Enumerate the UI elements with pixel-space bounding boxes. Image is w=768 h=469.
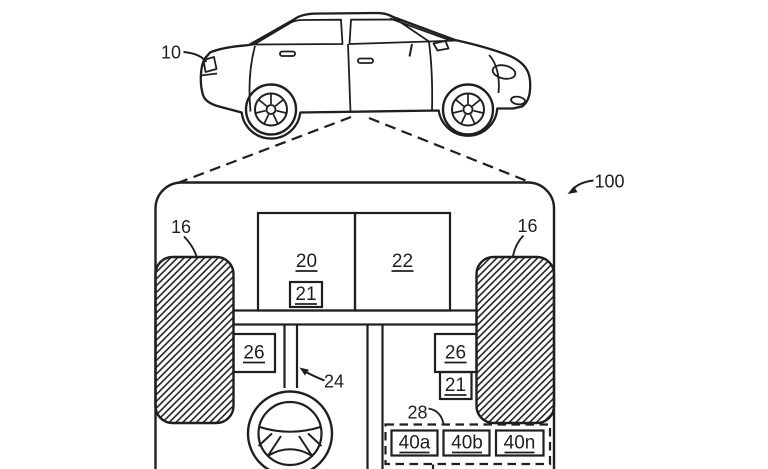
car-antenna <box>408 43 413 57</box>
box-40b <box>442 429 491 457</box>
car-door-handle-rear <box>279 50 296 57</box>
car-front-window <box>348 18 430 45</box>
car-door-handle-front <box>357 57 374 64</box>
car-a-pillar-inner-line <box>389 17 453 42</box>
car-fender-crease <box>488 54 500 94</box>
car-trunk-lip-line <box>200 72 218 77</box>
box-40a <box>390 429 439 457</box>
car-door-gap-b-pillar <box>347 43 352 113</box>
wheel-right <box>475 255 556 425</box>
car-side-mirror <box>432 40 450 52</box>
box-40n <box>494 429 545 457</box>
leader-16-left <box>183 235 198 257</box>
steering-wheel <box>246 390 334 469</box>
arrow-100-head <box>567 186 578 194</box>
arrow-24-tail <box>303 370 325 382</box>
box-22 <box>353 211 452 312</box>
leader-28 <box>428 407 445 424</box>
label-21-under-20: 21 <box>295 284 316 305</box>
box-26-left <box>232 332 277 374</box>
car-front-wheel <box>441 83 495 136</box>
label-40a: 40a <box>399 433 431 454</box>
car-beltline-rear <box>240 43 255 47</box>
module-group-dashed-box <box>384 423 552 466</box>
car-door-gap-front <box>428 41 434 111</box>
wheel-left <box>154 255 235 425</box>
label-20: 20 <box>296 251 317 272</box>
box-21-under-20 <box>288 280 324 309</box>
car-rear-window <box>253 18 344 46</box>
car-illustration <box>199 11 532 140</box>
label-22: 22 <box>392 251 413 272</box>
arrow-24-head <box>299 367 309 376</box>
label-16-left: 16 <box>171 217 191 237</box>
car-headlight <box>491 64 517 80</box>
label-26-left: 26 <box>243 343 264 364</box>
car-rear-wheel <box>244 83 298 136</box>
projection-line-right <box>368 116 528 183</box>
leader-16-right <box>512 234 525 257</box>
drive-shaft-right <box>366 325 384 469</box>
label-40n: 40n <box>504 433 536 454</box>
label-26-right: 26 <box>445 343 466 364</box>
car-foglight <box>510 95 526 106</box>
label-10: 10 <box>161 43 181 63</box>
box-21-right <box>438 370 473 401</box>
label-24: 24 <box>324 372 344 392</box>
label-100: 100 <box>594 172 624 192</box>
label-28: 28 <box>407 403 427 423</box>
axle-bar <box>232 309 478 326</box>
label-40b: 40b <box>451 433 483 454</box>
label-16-right: 16 <box>517 216 537 236</box>
steering-column <box>283 325 299 388</box>
car-taillight <box>202 56 218 73</box>
car-door-gap-rear <box>248 45 256 112</box>
projection-line-left <box>178 115 352 184</box>
leader-10 <box>183 51 208 63</box>
label-21-right: 21 <box>445 375 466 396</box>
car-body-outline <box>199 11 532 140</box>
